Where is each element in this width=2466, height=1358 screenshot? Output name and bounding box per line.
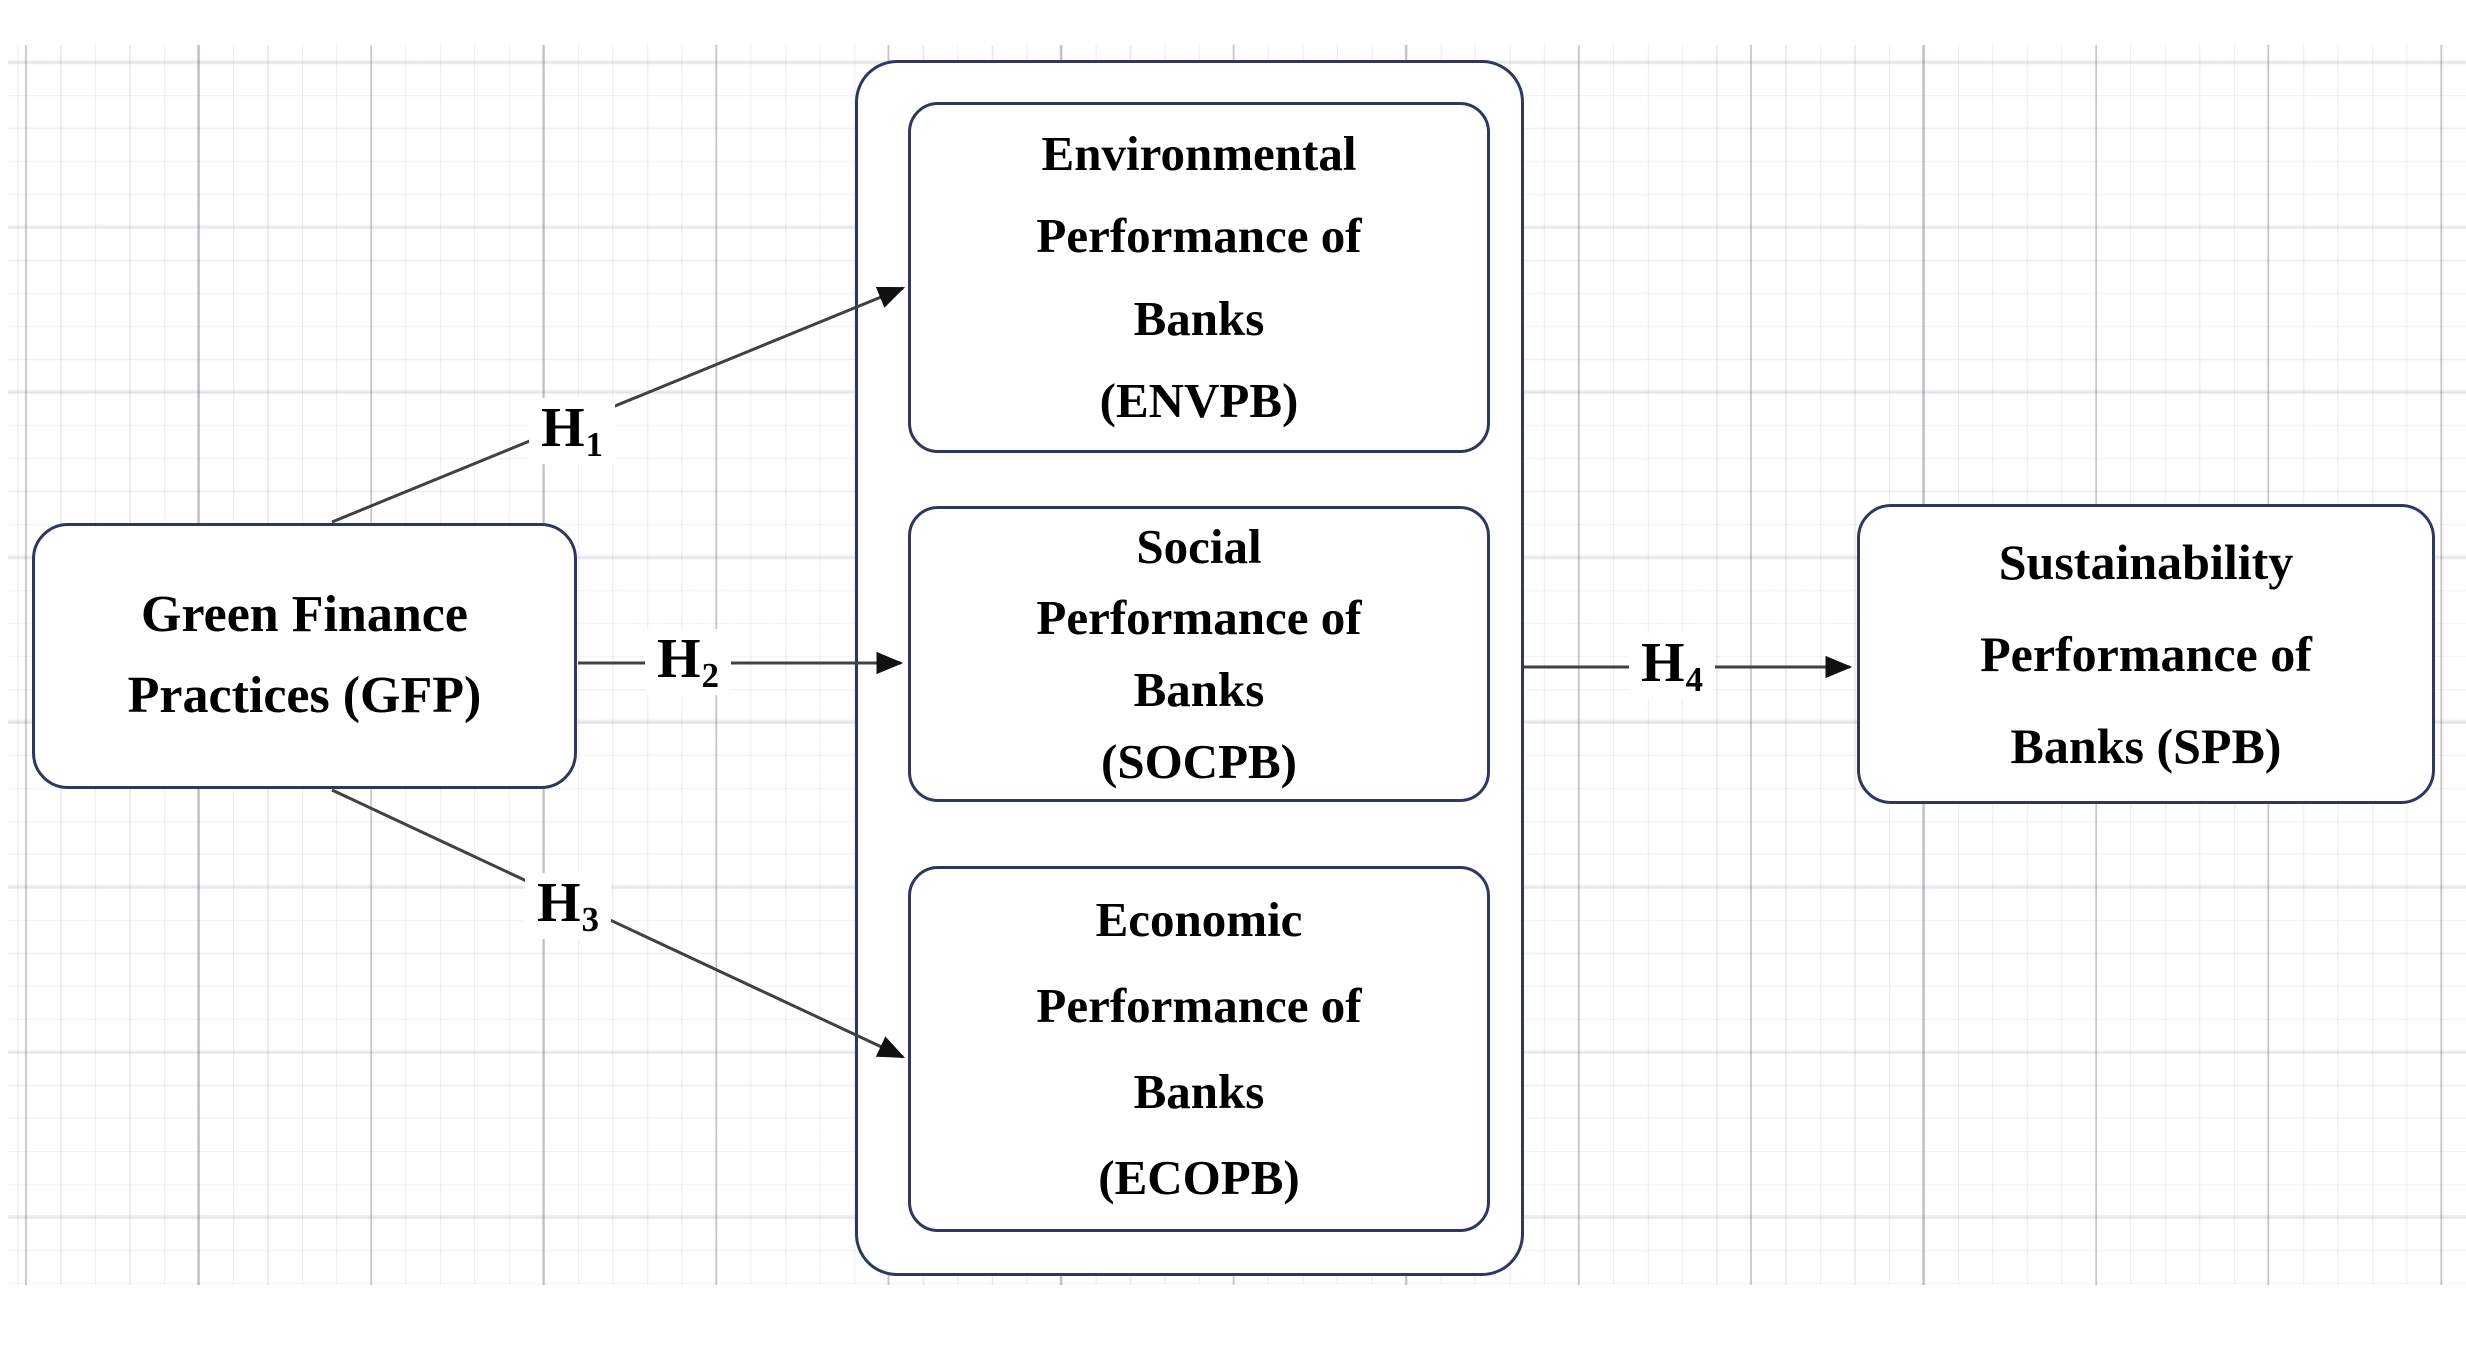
node-envpb-line-3: Banks (1133, 290, 1265, 346)
hypothesis-label-h3: H3 (525, 872, 611, 939)
node-envpb: Environmental Performance of Banks (ENVP… (908, 102, 1490, 453)
node-socpb-line-2: Performance of (1036, 590, 1362, 646)
hypothesis-label-h2: H2 (645, 628, 731, 695)
node-spb: Sustainability Performance of Banks (SPB… (1857, 504, 2435, 804)
node-ecopb-line-3: Banks (1133, 1064, 1265, 1119)
node-envpb-line-2: Performance of (1036, 208, 1362, 264)
h3-sub: 3 (581, 899, 599, 939)
node-ecopb: Economic Performance of Banks (ECOPB) (908, 866, 1490, 1232)
node-gfp-line-2: Practices (GFP) (127, 667, 482, 724)
node-gfp-line-1: Green Finance (141, 586, 468, 644)
node-ecopb-line-4: (ECOPB) (1098, 1150, 1300, 1206)
node-ecopb-line-2: Performance of (1036, 977, 1362, 1033)
node-socpb-line-4: (SOCPB) (1101, 733, 1297, 789)
h1-sub: 1 (585, 424, 603, 464)
node-ecopb-line-1: Economic (1095, 891, 1303, 947)
h2-base: H (657, 628, 701, 691)
node-spb-line-2: Performance of (1980, 626, 2312, 682)
node-spb-line-3: Banks (SPB) (2010, 718, 2282, 774)
node-envpb-line-4: (ENVPB) (1099, 372, 1299, 428)
node-socpb: Social Performance of Banks (SOCPB) (908, 506, 1490, 802)
node-spb-line-1: Sustainability (1998, 534, 2294, 590)
h1-base: H (541, 397, 585, 460)
node-gfp: Green Finance Practices (GFP) (32, 523, 577, 789)
node-envpb-line-1: Environmental (1041, 125, 1357, 181)
hypothesis-label-h1: H1 (529, 397, 615, 464)
node-socpb-line-1: Social (1136, 518, 1262, 574)
h4-sub: 4 (1685, 659, 1703, 699)
node-socpb-line-3: Banks (1133, 662, 1265, 717)
h3-base: H (537, 872, 581, 935)
h2-sub: 2 (701, 655, 719, 695)
hypothesis-label-h4: H4 (1629, 632, 1715, 699)
h4-base: H (1641, 632, 1685, 695)
